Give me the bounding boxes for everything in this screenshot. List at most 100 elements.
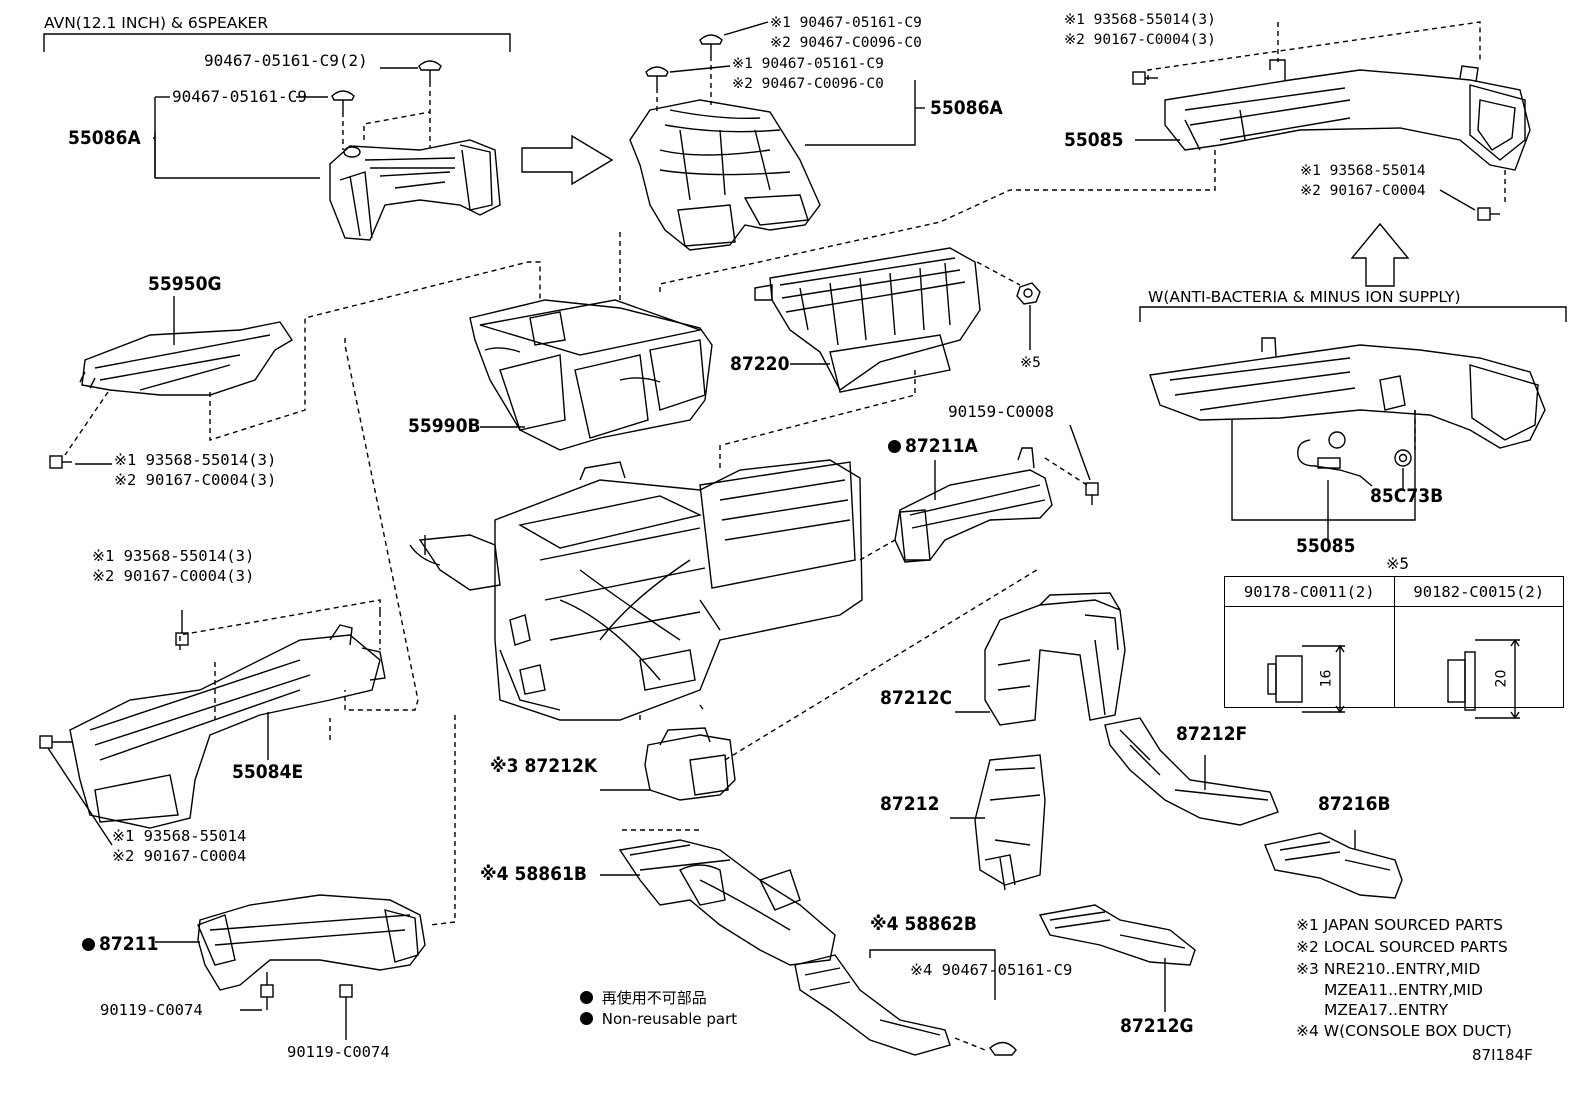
callout-55086a-right: 55086A — [930, 97, 1003, 119]
callout-ml-s1: ※1 93568-55014(3) — [92, 547, 255, 565]
clip-fastener-icon — [331, 60, 442, 112]
figure-id: 87I184F — [1472, 1046, 1533, 1064]
callout-87211-label: 87211 — [99, 933, 159, 955]
notes-block: ※1 JAPAN SOURCED PARTS ※2 LOCAL SOURCED … — [1296, 914, 1512, 1042]
duct-87212c-drawing — [984, 592, 1126, 726]
bolt-fastener-icon — [1132, 71, 1500, 221]
callout-87212g: 87212G — [1120, 1015, 1194, 1037]
duct-55086a-left-drawing — [329, 139, 501, 241]
callout-90159-c0008: 90159-C0008 — [948, 402, 1054, 421]
callout-87220: 87220 — [730, 353, 790, 375]
callout-87211a: 87211A — [888, 436, 978, 456]
fastener-col1-cell — [1224, 606, 1395, 708]
callout-top-s1-a: ※1 90467-05161-C9 — [770, 15, 922, 31]
duct-87211-drawing — [197, 894, 426, 991]
bolt-fastener-icon — [49, 455, 72, 469]
callout-55085-bottom: 55085 — [1296, 535, 1356, 557]
callout-87211a-label: 87211A — [905, 435, 978, 457]
callout-bl-s2: ※2 90167-C0004 — [112, 847, 247, 865]
non-reusable-dot-icon — [580, 991, 593, 1004]
non-reusable-dot-icon — [580, 1012, 593, 1025]
duct-87212k-drawing — [644, 727, 736, 801]
duct-58862b-drawing — [794, 954, 951, 1056]
callout-58861b: ※4 58861B — [480, 863, 587, 885]
avn-group-title: AVN(12.1 INCH) & 6SPEAKER — [44, 14, 269, 32]
callout-l-s2: ※2 90167-C0004(3) — [114, 471, 277, 489]
hvac-unit-drawing — [409, 459, 863, 721]
callout-tr-s1: ※1 93568-55014(3) — [1064, 12, 1216, 28]
duct-87216b-drawing — [1264, 832, 1403, 899]
duct-87211a-drawing — [894, 447, 1053, 563]
callout-top-s1-b: ※1 90467-05161-C9 — [732, 56, 884, 72]
bolt-fastener-icon — [1069, 424, 1099, 505]
filter-87220-drawing — [754, 247, 981, 393]
duct-55086a-right-drawing — [629, 99, 821, 251]
note-3b: MZEA11..ENTRY,MID — [1324, 981, 1483, 999]
callout-55950g: 55950G — [148, 273, 222, 295]
callout-90467-bottom: ※4 90467-05161-C9 — [910, 961, 1073, 979]
bolt-fastener-icon — [260, 972, 353, 1040]
callout-top-s2-b: ※2 90467-C0096-C0 — [732, 76, 884, 92]
callout-55084e: 55084E — [232, 761, 304, 783]
legend-row-en: Non-reusable part — [580, 1009, 737, 1030]
avn-group-bracket — [43, 33, 511, 52]
callout-58862b: ※4 58862B — [870, 913, 977, 935]
duct-55084e-drawing — [69, 624, 386, 829]
duct-58861b-drawing — [618, 839, 836, 966]
callout-87212c: 87212C — [880, 687, 953, 709]
callout-55990b: 55990B — [408, 415, 481, 437]
non-reusable-dot-icon — [888, 440, 901, 453]
callout-87216b: 87216B — [1318, 793, 1391, 815]
callout-ml-s2: ※2 90167-C0004(3) — [92, 567, 255, 585]
callout-note5-ref: ※5 — [1020, 355, 1041, 371]
dim-16: 16 — [1318, 669, 1335, 688]
note-3c: MZEA17..ENTRY — [1324, 1001, 1449, 1019]
legend-en-label: Non-reusable part — [601, 1010, 738, 1028]
legend-non-reusable: 再使用不可部品 Non-reusable part — [580, 988, 737, 1030]
callout-top-s2-a: ※2 90467-C0096-C0 — [770, 35, 922, 51]
up-arrow-icon — [1350, 222, 1410, 287]
callout-90467-05161-c9: 90467-05161-C9 — [172, 87, 307, 106]
duct-87212-drawing — [974, 754, 1046, 891]
grommet-icon — [1394, 449, 1412, 467]
case-55990b-drawing — [469, 299, 713, 451]
callout-90119-a: 90119-C0074 — [100, 1001, 203, 1019]
note5-mark: ※5 — [1386, 554, 1410, 573]
right-arrow-icon — [521, 134, 614, 186]
duct-87212g-drawing — [1038, 904, 1196, 966]
fastener-table: 90178-C0011(2) 90182-C0015(2) — [1224, 576, 1564, 708]
note-2: ※2 LOCAL SOURCED PARTS — [1296, 938, 1508, 956]
callout-90467-05161-c9-2: 90467-05161-C9(2) — [204, 51, 368, 70]
callout-90119-b: 90119-C0074 — [287, 1043, 390, 1061]
nut-fastener-icon — [1016, 282, 1041, 305]
fastener-col2-cell — [1393, 606, 1564, 708]
callout-tr2-s1: ※1 93568-55014 — [1300, 163, 1426, 179]
sensor-harness-icon — [1297, 431, 1373, 540]
note-1: ※1 JAPAN SOURCED PARTS — [1296, 916, 1503, 934]
w-group-title: W(ANTI-BACTERIA & MINUS ION SUPPLY) — [1148, 288, 1461, 306]
callout-l-s1: ※1 93568-55014(3) — [114, 451, 277, 469]
duct-55085-top-drawing — [1164, 59, 1531, 171]
legend-row-jp: 再使用不可部品 — [580, 988, 737, 1009]
duct-55950g-drawing — [79, 321, 293, 396]
dim-20: 20 — [1493, 669, 1510, 688]
duct-87212f-drawing — [1104, 717, 1279, 826]
w-group-bracket — [1139, 306, 1567, 322]
callout-tr-s2: ※2 90167-C0004(3) — [1064, 32, 1216, 48]
callout-87212k: ※3 87212K — [490, 755, 598, 777]
clip-fastener-icon — [989, 1041, 1017, 1056]
bolt-fastener-icon — [39, 610, 189, 749]
note-4: ※4 W(CONSOLE BOX DUCT) — [1296, 1022, 1512, 1040]
callout-87212f: 87212F — [1176, 723, 1248, 745]
callout-87211: 87211 — [82, 934, 158, 954]
callout-bl-s1: ※1 93568-55014 — [112, 827, 247, 845]
clip-fastener-icon — [645, 34, 723, 88]
fastener-col1-header: 90178-C0011(2) — [1224, 576, 1395, 607]
callout-tr2-s2: ※2 90167-C0004 — [1300, 183, 1426, 199]
callout-55085-top: 55085 — [1064, 129, 1124, 151]
legend-jp-label: 再使用不可部品 — [601, 989, 707, 1007]
non-reusable-dot-icon — [82, 938, 95, 951]
callout-85c73b: 85C73B — [1370, 485, 1444, 507]
